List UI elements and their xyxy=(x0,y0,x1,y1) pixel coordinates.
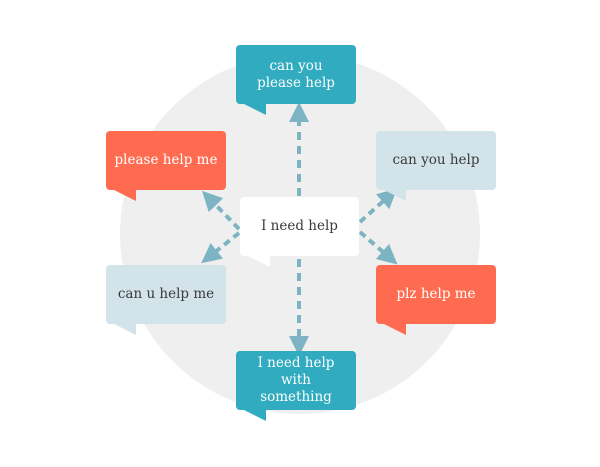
speech-bubble-top-left: please help me xyxy=(106,131,226,201)
arrow-upper-left xyxy=(202,190,241,231)
arrow-lower-right xyxy=(358,230,398,265)
speech-bubble-center: I need help xyxy=(240,197,359,267)
speech-bubble-top-right: can you help xyxy=(376,131,496,201)
speech-bubble-bottom: I need help with something xyxy=(236,351,356,421)
speech-bubble-bottom-right: plz help me xyxy=(376,265,496,335)
speech-bubble-top: can you please help xyxy=(236,45,356,115)
arrow-lower-left xyxy=(201,231,241,264)
arrow-upper-right xyxy=(358,188,398,224)
speech-bubble-bottom-left: can u help me xyxy=(106,265,226,335)
